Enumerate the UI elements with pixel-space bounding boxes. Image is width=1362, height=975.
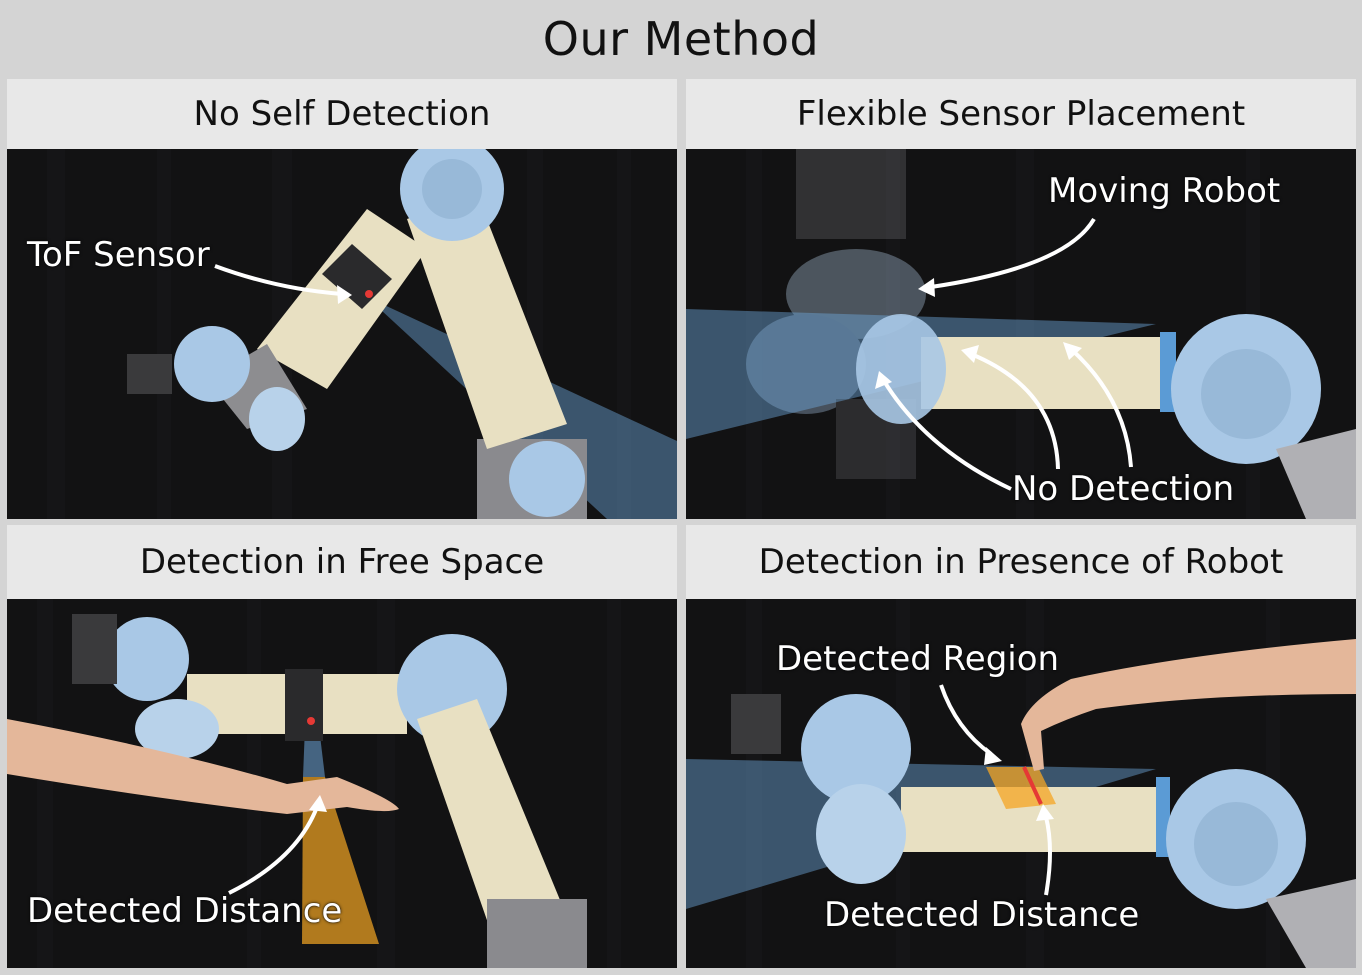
panel-title: Detection in Presence of Robot: [758, 542, 1284, 582]
photo-no-self-detection: ToF Sensor: [7, 149, 677, 519]
ur-robot-arm-illustration: [47, 149, 677, 519]
label-moving-robot: Moving Robot: [1048, 171, 1281, 211]
human-arm-illustration: [7, 719, 399, 814]
ur-robot-arm-illustration: [686, 599, 1356, 968]
detection-highlight: [302, 777, 379, 944]
panel-no-self-detection: No Self Detection: [7, 79, 677, 519]
photo-detection-free-space: Detected Distance: [7, 599, 677, 968]
label-no-detection: No Detection: [1012, 469, 1235, 509]
panel-title: Detection in Free Space: [139, 542, 545, 582]
panel-detection-presence-of-robot: Detection in Presence of Robot: [686, 525, 1356, 968]
annotation-arrow-icon: [875, 217, 1133, 491]
photo-flexible-sensor-placement: Moving Robot No Detection: [686, 149, 1356, 519]
annotation-arrow-icon: [214, 264, 352, 304]
tof-sensor-illustration: [322, 244, 392, 309]
label-detected-distance: Detected Distance: [27, 891, 343, 931]
detection-line: [1022, 766, 1043, 805]
label-tof-sensor: ToF Sensor: [27, 235, 210, 275]
figure-title: Our Method: [542, 12, 820, 66]
panel-flexible-sensor-placement: Flexible Sensor Placement: [686, 79, 1356, 519]
panel-title: No Self Detection: [193, 94, 491, 134]
ur-robot-arm-illustration: [37, 599, 621, 968]
annotation-arrow-icon: [939, 684, 1054, 896]
label-detected-region: Detected Region: [776, 639, 1060, 679]
ur-robot-arm-illustration: [686, 149, 1356, 519]
panel-title: Flexible Sensor Placement: [796, 94, 1246, 134]
panel-detection-free-space: Detection in Free Space: [7, 525, 677, 968]
photo-detection-presence-of-robot: Detected Region Detected Distance: [686, 599, 1356, 968]
annotation-arrow-icon: [228, 795, 327, 895]
human-arm-illustration: [1021, 639, 1356, 771]
label-detected-distance: Detected Distance: [824, 895, 1140, 935]
